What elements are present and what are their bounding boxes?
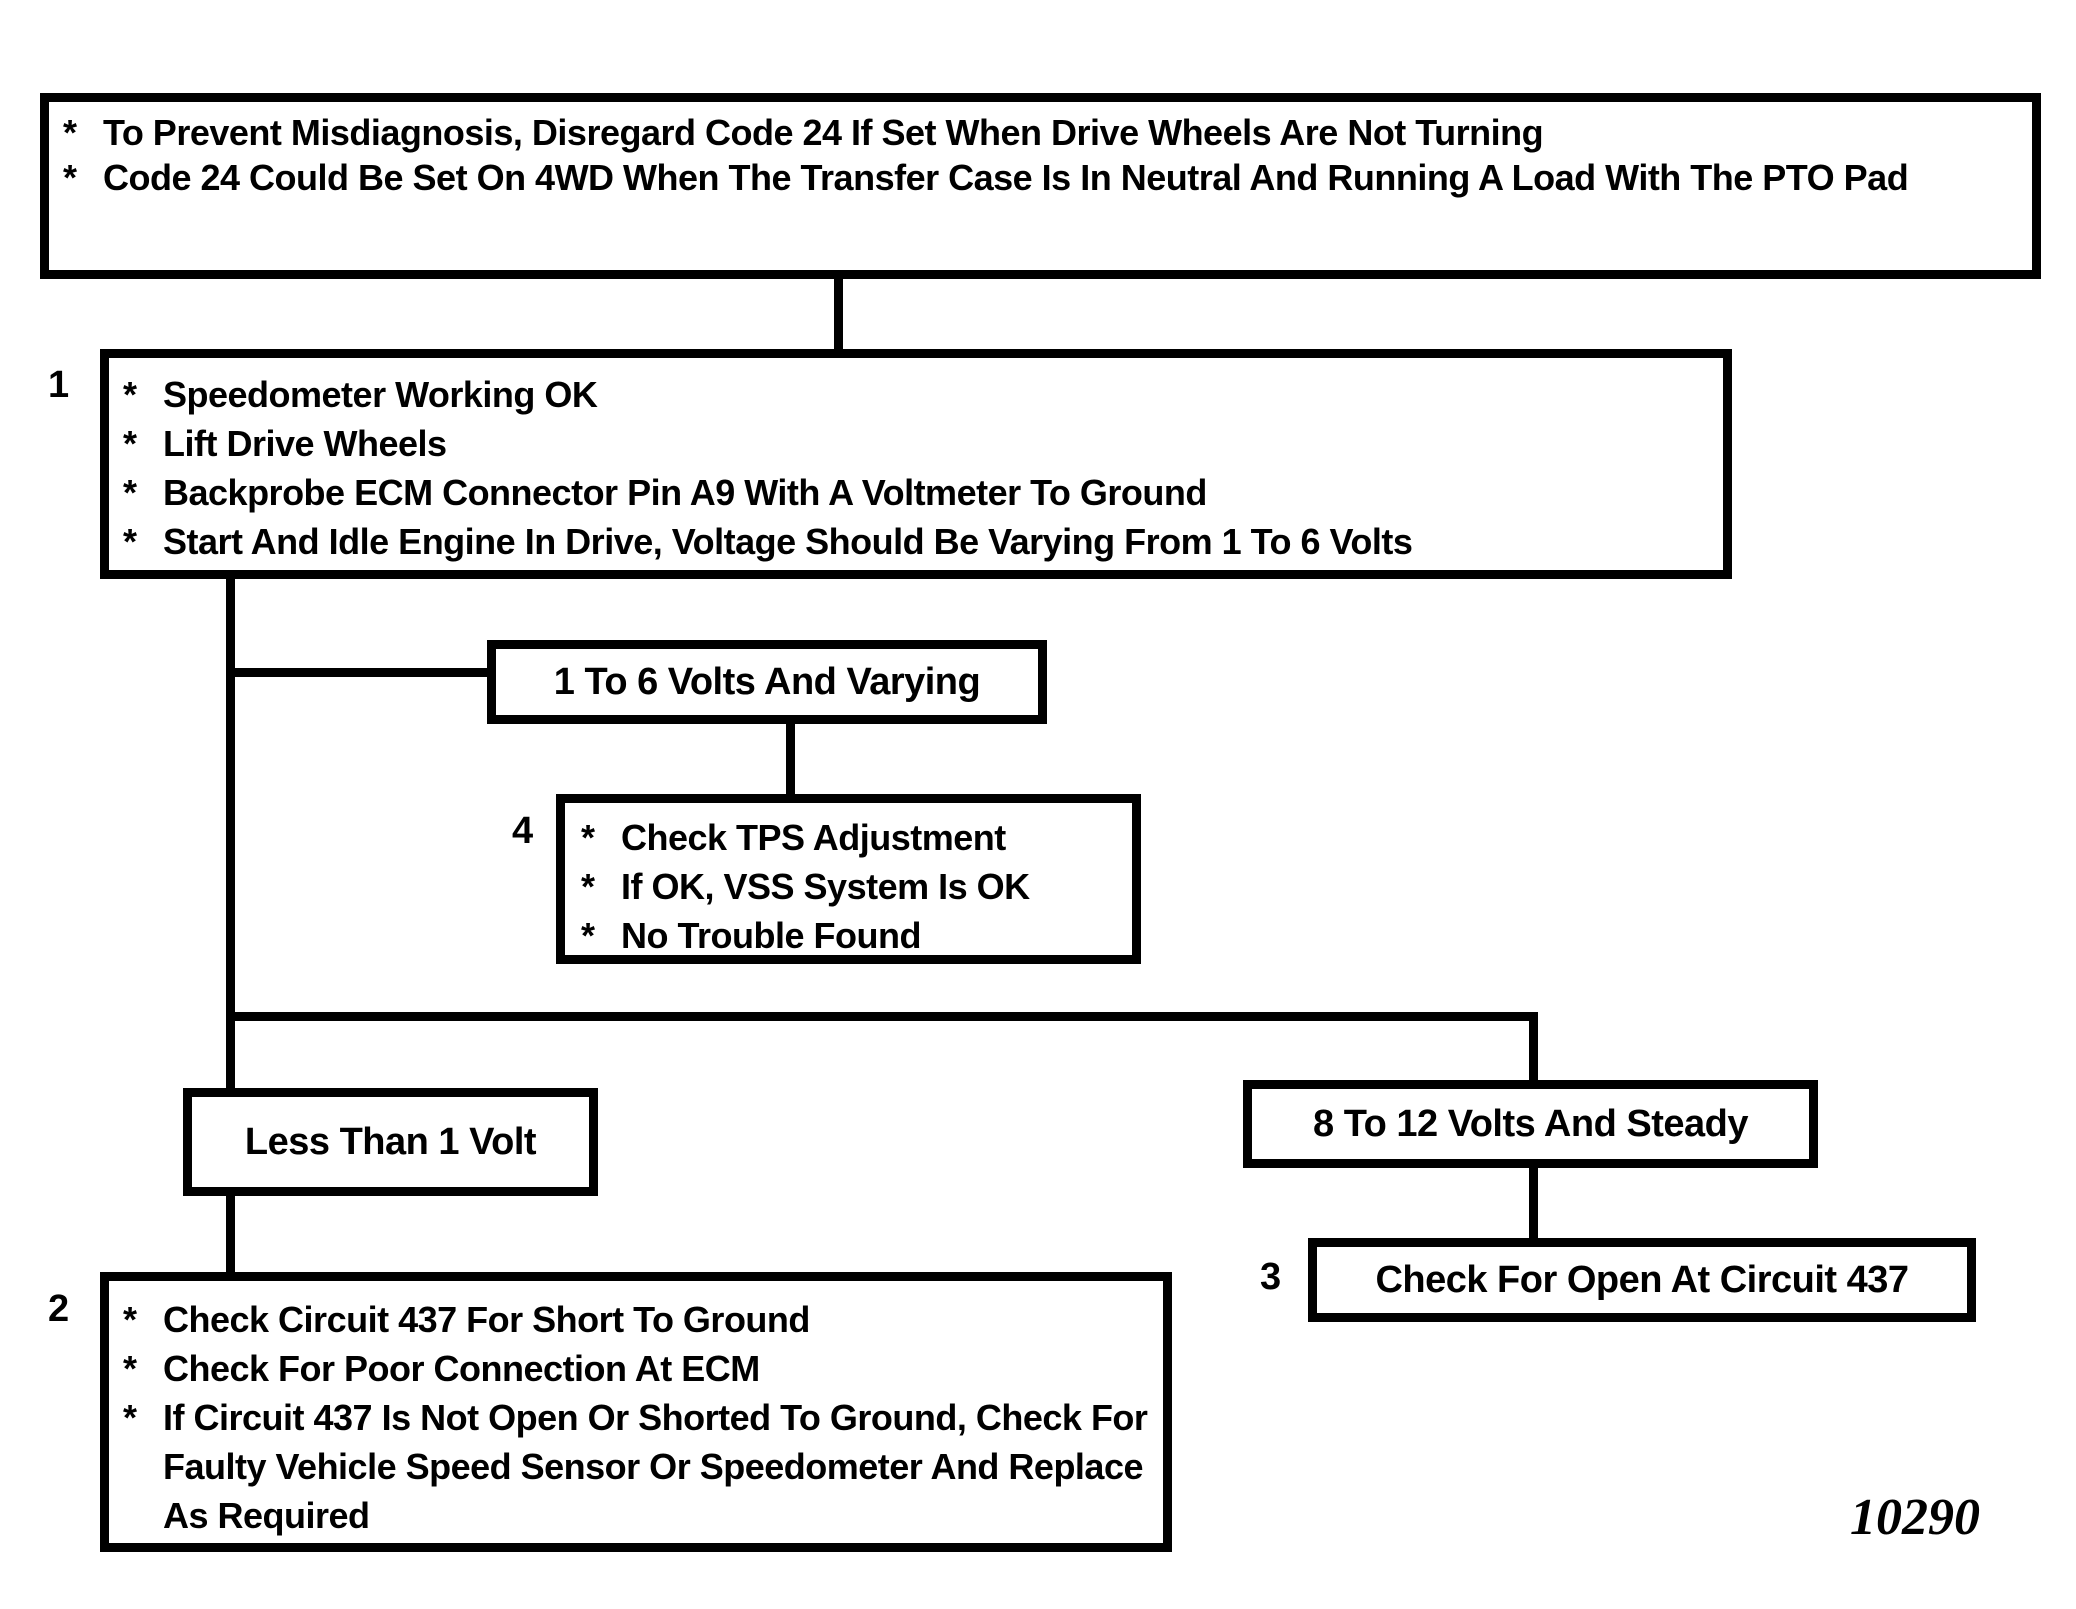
step4-item-text: If OK, VSS System Is OK xyxy=(621,866,1030,907)
note-item-text: To Prevent Misdiagnosis, Disregard Code … xyxy=(103,112,1544,153)
step1-item-text: Speedometer Working OK xyxy=(163,374,598,415)
step4-item-text: Check TPS Adjustment xyxy=(621,817,1006,858)
connector-8to12-to-step3 xyxy=(1529,1166,1538,1242)
step4-item: * If OK, VSS System Is OK xyxy=(581,862,1116,911)
bullet-asterisk: * xyxy=(123,521,137,562)
result-box-8to12-volts: 8 To 12 Volts And Steady xyxy=(1243,1080,1818,1168)
bullet-asterisk: * xyxy=(123,1299,137,1340)
step2-item: * If Circuit 437 Is Not Open Or Shorted … xyxy=(123,1393,1149,1540)
step1-item: * Speedometer Working OK xyxy=(123,370,1709,419)
step4-item: * Check TPS Adjustment xyxy=(581,813,1116,862)
note-item-text: Code 24 Could Be Set On 4WD When The Tra… xyxy=(103,157,1909,198)
step1-item: * Backprobe ECM Connector Pin A9 With A … xyxy=(123,468,1709,517)
bullet-asterisk: * xyxy=(123,1348,137,1389)
connector-less1-to-step2 xyxy=(226,1194,235,1276)
step4-item: * No Trouble Found xyxy=(581,911,1116,960)
note-box: * To Prevent Misdiagnosis, Disregard Cod… xyxy=(40,93,2041,279)
result-label: 1 To 6 Volts And Varying xyxy=(553,660,981,703)
connector-1to6-to-step4 xyxy=(786,722,795,796)
bullet-asterisk: * xyxy=(123,472,137,513)
connector-step1-trunk xyxy=(226,576,235,1092)
step1-item-text: Lift Drive Wheels xyxy=(163,423,447,464)
bullet-asterisk: * xyxy=(123,374,137,415)
figure-number: 10290 xyxy=(1850,1489,1980,1546)
note-item: * To Prevent Misdiagnosis, Disregard Cod… xyxy=(63,110,2018,155)
step4-box: * Check TPS Adjustment * If OK, VSS Syst… xyxy=(556,794,1141,964)
connector-notebox-to-step1 xyxy=(834,277,843,351)
step3-label: Check For Open At Circuit 437 xyxy=(1375,1258,1909,1301)
bullet-asterisk: * xyxy=(63,112,77,153)
result-box-1to6-volts: 1 To 6 Volts And Varying xyxy=(487,640,1047,724)
bullet-asterisk: * xyxy=(123,1397,137,1438)
connector-drop-to-8to12 xyxy=(1529,1012,1538,1084)
step2-item-text: Check Circuit 437 For Short To Ground xyxy=(163,1299,810,1340)
step1-item: * Start And Idle Engine In Drive, Voltag… xyxy=(123,517,1709,566)
result-box-less-than-1-volt: Less Than 1 Volt xyxy=(183,1088,598,1196)
step4-number-label: 4 xyxy=(512,810,533,852)
bullet-asterisk: * xyxy=(581,866,595,907)
step2-number-label: 2 xyxy=(48,1288,69,1330)
step3-number-label: 3 xyxy=(1260,1256,1281,1298)
step3-box: Check For Open At Circuit 437 xyxy=(1308,1238,1976,1322)
connector-branch-to-1to6 xyxy=(226,668,492,677)
step1-box: * Speedometer Working OK * Lift Drive Wh… xyxy=(100,349,1732,579)
step2-item: * Check Circuit 437 For Short To Ground xyxy=(123,1295,1149,1344)
result-label: Less Than 1 Volt xyxy=(244,1120,537,1163)
step1-item: * Lift Drive Wheels xyxy=(123,419,1709,468)
result-label: 8 To 12 Volts And Steady xyxy=(1313,1102,1748,1145)
note-item: * Code 24 Could Be Set On 4WD When The T… xyxy=(63,155,2018,200)
step4-item-text: No Trouble Found xyxy=(621,915,921,956)
connector-branch-to-8to12 xyxy=(226,1012,1538,1021)
step2-item-text: If Circuit 437 Is Not Open Or Shorted To… xyxy=(163,1397,1148,1536)
step1-item-text: Start And Idle Engine In Drive, Voltage … xyxy=(163,521,1413,562)
bullet-asterisk: * xyxy=(581,915,595,956)
bullet-asterisk: * xyxy=(581,817,595,858)
step2-box: * Check Circuit 437 For Short To Ground … xyxy=(100,1272,1172,1552)
step1-item-text: Backprobe ECM Connector Pin A9 With A Vo… xyxy=(163,472,1207,513)
bullet-asterisk: * xyxy=(123,423,137,464)
step2-item-text: Check For Poor Connection At ECM xyxy=(163,1348,760,1389)
step2-item: * Check For Poor Connection At ECM xyxy=(123,1344,1149,1393)
bullet-asterisk: * xyxy=(63,157,77,198)
step1-number-label: 1 xyxy=(48,364,69,406)
